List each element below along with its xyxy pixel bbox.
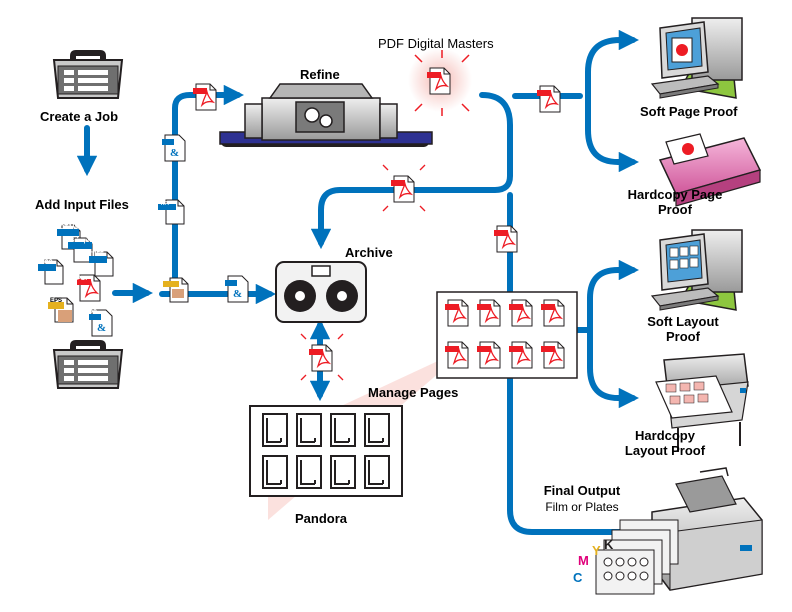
eps-tag: EPS [50,298,63,304]
pdf-doc-icon-3 [382,164,426,212]
ps-doc-icon [161,134,186,162]
soft-page-proof-monitor-icon [651,17,743,99]
brisque-tag: Brisque [70,238,93,244]
pdf-tag: PDF [77,276,89,282]
film-plates-stack [595,519,679,595]
archive-tape-drive-icon [275,261,367,323]
cmyk-y: Y [592,543,601,558]
cmyk-c: C [573,570,583,585]
soft-layout-proof-line1: Soft Layout [647,314,719,329]
pdf-masters-label: PDF Digital Masters [378,36,494,51]
create-job-label: Create a Job [40,109,119,124]
soft-layout-proof-line2: Proof [666,329,700,344]
hardcopy-page-proof-line1: Hardcopy Page [627,187,723,202]
briefcase-icon-2 [53,339,123,389]
dcs-tag: DCS [40,260,53,266]
eps-doc-icon [163,277,189,303]
ps-tag: PS [89,310,98,316]
hardcopy-page-proof-label: Hardcopy Page Proof [606,187,744,217]
refine-machine-icon [219,83,433,147]
ps-doc-icon-2 [224,275,249,303]
hardcopy-layout-proof-plotter-icon [655,353,749,452]
hardcopy-layout-proof-label: Hardcopy Layout Proof [600,428,730,458]
hardcopy-page-proof-line2: Proof [658,202,692,217]
input-files-bundle [38,224,114,337]
soft-layout-proof-monitor-icon [651,229,743,311]
pdf-doc-icon [192,83,217,111]
briefcase-icon [53,49,123,99]
pdf-doc-icon-4 [493,225,518,253]
hardcopy-page-proof-printer-icon [658,133,762,207]
refine-label: Refine [300,67,340,82]
tiff-tag: TIFF [91,252,104,258]
cmyk-k: K [604,537,614,552]
add-input-files-label: Add Input Files [35,197,129,212]
pdf-doc-icon-2 [536,85,561,113]
pandora-label: Pandora [295,511,348,526]
hardcopy-layout-proof-line1: Hardcopy [635,428,695,443]
final-output-label: Final Output [543,483,621,498]
hardcopy-layout-proof-line2: Layout Proof [624,443,706,458]
archive-label: Archive [345,245,393,260]
cmyk-m: M [578,553,589,568]
flow-lines [76,29,644,543]
pdf-doc-icon-5 [300,333,344,381]
film-plates-label: Film or Plates [545,500,619,514]
soft-page-proof-label: Soft Page Proof [640,104,738,119]
final-output-imagesetter-icon [651,467,763,591]
manage-pages-label: Manage Pages [368,385,459,400]
ctlw-tag: CT/LW [60,225,79,231]
soft-layout-proof-label: Soft Layout Proof [637,314,729,344]
tiff-tag-2: TIFF [160,201,171,207]
pdf-masters-icon [414,50,470,116]
